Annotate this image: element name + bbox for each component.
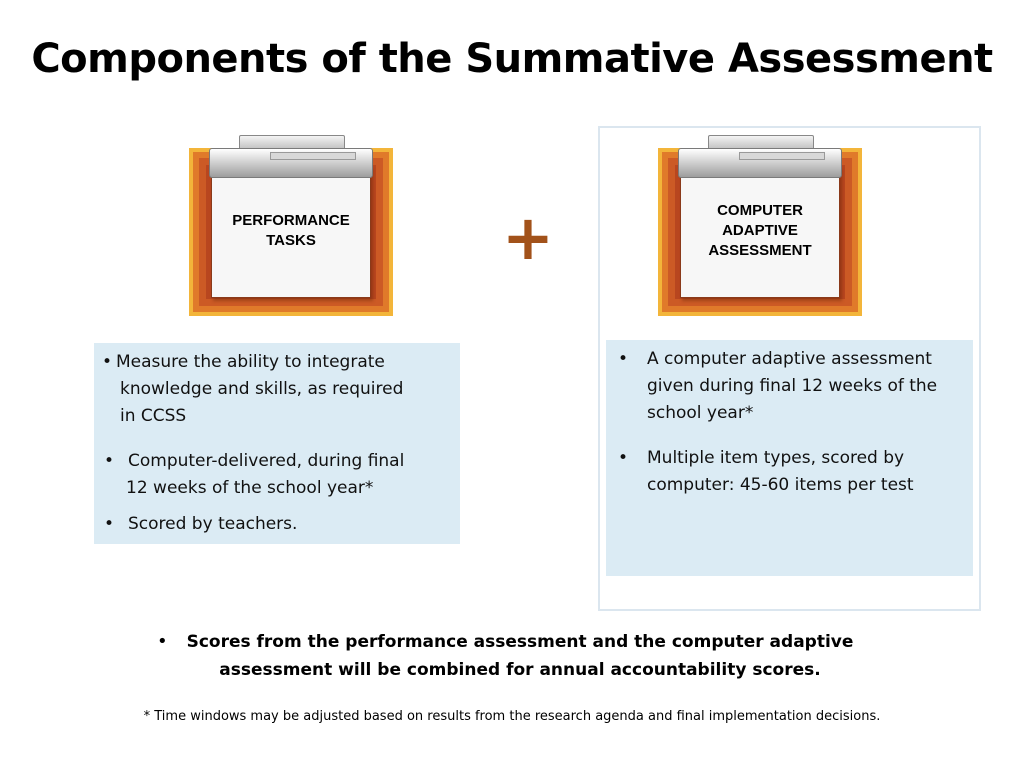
clipboard-clip: [678, 148, 842, 178]
bullet-text: in CCSS: [120, 406, 187, 426]
bullet-text: Measure the ability to integrate: [116, 352, 385, 372]
clipboard-clip: [209, 148, 373, 178]
plus-icon: +: [502, 201, 554, 274]
bullet-text: Multiple item types, scored by: [647, 448, 905, 468]
performance-label-line1: PERFORMANCE: [232, 212, 350, 229]
bullet-marker: •: [102, 352, 113, 372]
bullet-text: school year*: [647, 403, 754, 423]
summary-line1: Scores from the performance assessment a…: [186, 632, 854, 652]
bullet-text: A computer adaptive assessment: [647, 349, 932, 369]
adaptive-label-line1: COMPUTER: [717, 202, 803, 219]
clipboard-icon: COMPUTER ADAPTIVE ASSESSMENT: [658, 135, 862, 316]
bullet-text: 12 weeks of the school year*: [126, 478, 374, 498]
clipboard-paper: PERFORMANCE TASKS: [211, 166, 371, 298]
clipboard-clip-slot: [270, 152, 356, 160]
bullet-text: Computer-delivered, during final: [128, 451, 405, 471]
bullet-marker: •: [104, 514, 115, 534]
summary-line2: assessment will be combined for annual a…: [219, 660, 821, 680]
performance-label-line2: TASKS: [266, 232, 316, 249]
bullet-text: computer: 45-60 items per test: [647, 475, 914, 495]
slide-title: Components of the Summative Assessment: [31, 36, 993, 82]
clipboard-paper: COMPUTER ADAPTIVE ASSESSMENT: [680, 166, 840, 298]
adaptive-frame: [598, 126, 981, 611]
bullet-text: given during final 12 weeks of the: [647, 376, 938, 396]
adaptive-label-line2: ADAPTIVE: [722, 222, 798, 239]
summary-bullet-marker: •: [157, 631, 168, 652]
bullet-marker: •: [618, 349, 629, 369]
bullet-marker: •: [618, 448, 629, 468]
performance-info-box: • Measure the ability to integrate knowl…: [94, 343, 460, 544]
adaptive-label-line3: ASSESSMENT: [708, 242, 812, 259]
adaptive-info-box: • A computer adaptive assessment given d…: [606, 340, 973, 576]
bullet-marker: •: [104, 451, 115, 471]
clipboard-icon: PERFORMANCE TASKS: [189, 135, 393, 316]
bullet-text: Scored by teachers.: [128, 514, 298, 534]
footnote: * Time windows may be adjusted based on …: [143, 709, 881, 724]
clipboard-clip-slot: [739, 152, 825, 160]
bullet-text: knowledge and skills, as required: [120, 379, 404, 399]
summary-text: Scores from the performance assessment a…: [180, 628, 860, 684]
